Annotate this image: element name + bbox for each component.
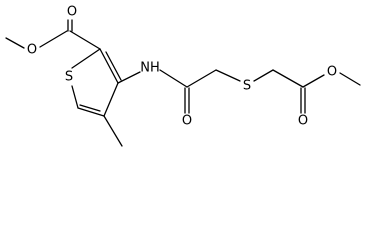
bond-c3-n (117, 71, 141, 84)
bond-n-c6 (159, 69, 188, 88)
bond-o1-c1 (39, 30, 68, 48)
atom-label-ester1-o-methoxy: O (27, 43, 37, 58)
bond-c2-c3-b (105, 51, 122, 81)
bond-c4-c5-b (79, 104, 101, 112)
atom-label-ester1-o-carbonyl: O (67, 5, 77, 20)
bond-c3-c4 (103, 82, 119, 117)
bond-s2-c8 (253, 69, 274, 82)
bond-c8-c9 (272, 69, 304, 88)
bond-c4-c5-a (77, 107, 105, 117)
bond-c2-c3-a (99, 48, 119, 84)
atom-label-thiophene-s: S (65, 70, 73, 85)
bond-c1-c2 (69, 30, 101, 50)
bond-c5-s1 (71, 85, 79, 109)
bond-c4-methyl (103, 115, 123, 147)
atom-label-ester2-o-carbonyl: O (298, 114, 308, 129)
bond-o5-methyl (339, 72, 361, 86)
molecule-canvas: O O S NH O S O O (5, 5, 361, 147)
atom-label-ester2-o-methoxy: O (327, 65, 337, 80)
bond-c2-s1 (71, 48, 101, 69)
structure-diagram: O O S NH O S O O (5, 5, 361, 147)
bond-c6-c7 (186, 69, 217, 88)
bond-c7-s2 (215, 69, 241, 82)
bond-methyl-o1 (5, 37, 25, 49)
atom-label-amide-o: O (182, 114, 192, 129)
atom-label-thioether-s: S (243, 79, 251, 94)
atom-label-amide-nh: NH (140, 61, 160, 76)
bond-c9-o5 (302, 74, 325, 88)
